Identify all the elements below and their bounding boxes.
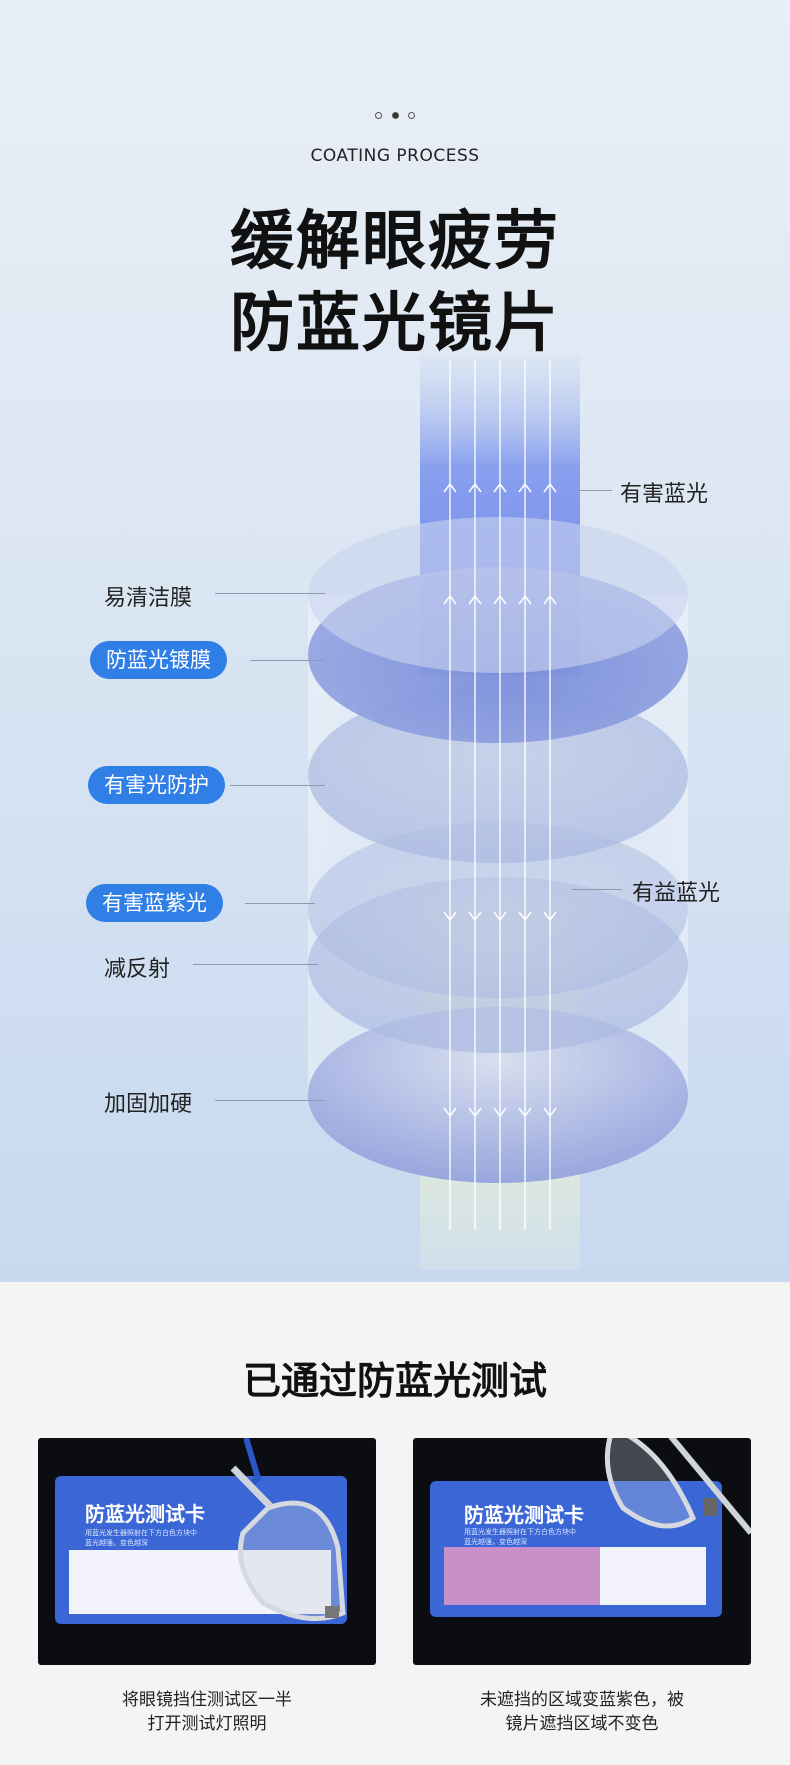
lens-disc-hardcoat [308,1007,688,1183]
layer-label-hardcoat: 加固加硬 [104,1092,193,1117]
test-card: 防蓝光测试卡 用蓝光发生器照射在下方白色方块中 蓝光越强，变色越深 [430,1481,722,1617]
test-card-title: 防蓝光测试卡 [464,1503,584,1527]
light-rays [449,360,551,1230]
test-card-text-2: 蓝光越强，变色越深 [85,1539,148,1547]
test-card-title: 防蓝光测试卡 [85,1502,205,1526]
test-area-shielded [600,1547,706,1605]
up-arrows [443,482,557,605]
leader-harmful-blue [572,490,612,491]
test-card: 防蓝光测试卡 用蓝光发生器照射在下方白色方块中 蓝光越强，变色越深 [55,1476,347,1624]
label-beneficial-blue: 有益蓝光 [632,881,721,906]
layer-pill-harmful-violet: 有害蓝紫光 [86,884,223,922]
glasses-frame [230,1438,346,1622]
layer-pill-blue-cut: 防蓝光镀膜 [90,641,227,679]
test-photo-right: 防蓝光测试卡 用蓝光发生器照射在下方白色方块中 蓝光越强，变色越深 [413,1438,751,1665]
test-card-text-2: 蓝光越强，变色越深 [464,1538,527,1546]
carousel-dot[interactable] [375,112,383,119]
leader-anti-reflect [193,964,318,965]
leader-blue-cut [250,660,325,661]
lens-disc-uv [308,822,688,998]
carousel-dot-active[interactable] [391,112,399,119]
page-title-line1: 缓解眼疲劳 [230,205,560,279]
down-arrows [443,911,557,1118]
lens-disc-easyclean [308,517,688,673]
test-area-white [69,1550,331,1614]
left-caption: 将眼镜挡住测试区一半 打开测试灯照明 [38,1688,376,1736]
test-card-text-1: 用蓝光发生器照射在下方白色方块中 [464,1528,576,1536]
page-title-line2: 防蓝光镜片 [230,287,560,361]
leader-harmful-protection [230,785,325,786]
leader-hardcoat [215,1100,325,1101]
left-caption-line2: 打开测试灯照明 [147,1714,267,1734]
right-caption-line1: 未遮挡的区域变蓝紫色，被 [480,1690,684,1710]
leader-beneficial-blue [572,889,622,890]
leader-harmful-violet [245,903,315,904]
carousel-dot[interactable] [407,112,415,119]
leader-easy-clean [215,593,325,594]
label-harmful-blue: 有害蓝光 [620,482,709,507]
carousel-dots[interactable] [0,104,790,123]
left-caption-line1: 将眼镜挡住测试区一半 [122,1690,292,1710]
lens-stack-illustration [308,355,688,1270]
right-caption-line2: 镜片遮挡区域不变色 [505,1714,659,1734]
right-caption: 未遮挡的区域变蓝紫色，被 镜片遮挡区域不变色 [413,1688,751,1736]
layer-label-anti-reflect: 减反射 [104,957,171,982]
test-card-text-1: 用蓝光发生器照射在下方白色方块中 [85,1529,197,1537]
glasses-frame [604,1438,751,1535]
layer-label-easy-clean: 易清洁膜 [104,586,193,611]
layer-pill-harmful-protection: 有害光防护 [88,766,225,804]
hero-section: COATING PROCESS 缓解眼疲劳 防蓝光镜片 [0,0,790,1282]
test-heading: 已通过防蓝光测试 [242,1359,547,1403]
test-photo-left: 防蓝光测试卡 用蓝光发生器照射在下方白色方块中 蓝光越强，变色越深 [38,1438,376,1665]
section-eyebrow: COATING PROCESS [310,146,480,166]
